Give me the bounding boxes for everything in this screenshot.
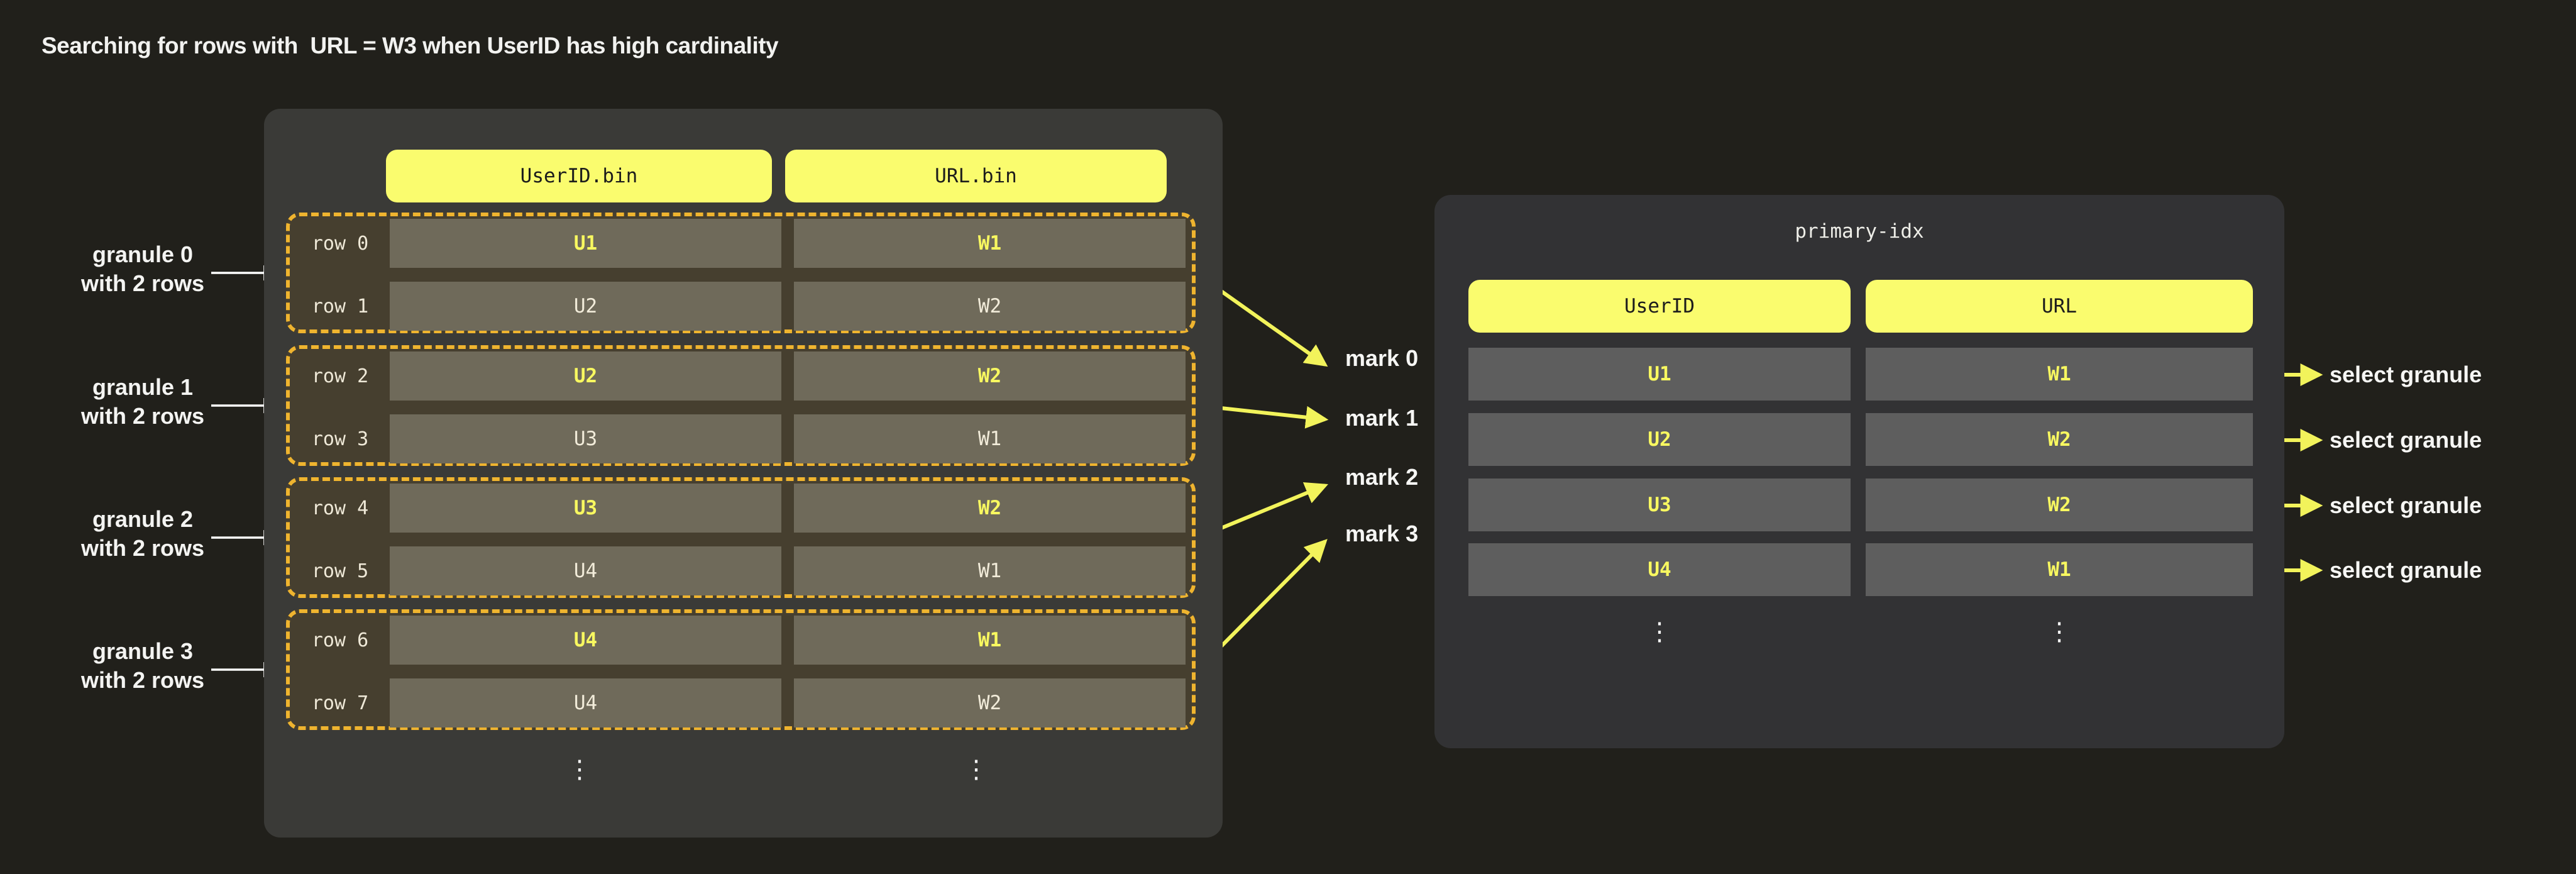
granule-2-label-line1: granule 2 bbox=[92, 506, 194, 532]
granule-2-label: granule 2 with 2 rows bbox=[39, 505, 246, 563]
cell-url: W1 bbox=[794, 414, 1186, 463]
column-header-url-bin: URL.bin bbox=[785, 150, 1167, 202]
idx-url-ellipsis: ⋮ bbox=[2047, 617, 2072, 646]
mark-0-label: mark 0 bbox=[1345, 345, 1419, 371]
idx-cell-userid: U2 bbox=[1468, 413, 1851, 466]
granule-1-box: row 2 U2 W2 row 3 U3 W1 bbox=[286, 345, 1196, 466]
select-granule-label-2: select granule bbox=[2330, 492, 2482, 518]
granule-2-box: row 4 U3 W2 row 5 U4 W1 bbox=[286, 477, 1196, 598]
cell-userid: U4 bbox=[390, 546, 781, 595]
cell-url: W2 bbox=[794, 678, 1186, 727]
cell-userid: U3 bbox=[390, 414, 781, 463]
row-label: row 6 bbox=[311, 629, 369, 651]
mark-1-label: mark 1 bbox=[1345, 405, 1419, 431]
url-column-ellipsis: ⋮ bbox=[964, 755, 989, 784]
primary-idx-title: primary-idx bbox=[1795, 220, 1924, 243]
row-label: row 4 bbox=[311, 497, 369, 519]
cell-url: W1 bbox=[794, 616, 1186, 665]
granule-3-label-line1: granule 3 bbox=[92, 638, 194, 664]
cell-userid: U2 bbox=[390, 282, 781, 331]
granule-0-label-line1: granule 0 bbox=[92, 241, 194, 267]
cell-userid: U4 bbox=[390, 616, 781, 665]
granule-0-label-line2: with 2 rows bbox=[80, 270, 205, 296]
row-label: row 1 bbox=[311, 295, 369, 318]
idx-cell-url: W1 bbox=[1866, 543, 2253, 596]
granule-3-label: granule 3 with 2 rows bbox=[39, 637, 246, 695]
row-label: row 7 bbox=[311, 692, 369, 714]
granule-3-label-line2: with 2 rows bbox=[80, 667, 205, 693]
idx-cell-userid: U3 bbox=[1468, 478, 1851, 531]
select-granule-label-3: select granule bbox=[2330, 557, 2482, 583]
cell-url: W2 bbox=[794, 484, 1186, 533]
granule-1-label-line2: with 2 rows bbox=[80, 403, 205, 429]
userid-column-ellipsis: ⋮ bbox=[567, 755, 592, 784]
cell-userid: U3 bbox=[390, 484, 781, 533]
column-header-userid-bin: UserID.bin bbox=[386, 150, 772, 202]
mark-2-label: mark 2 bbox=[1345, 464, 1419, 490]
cell-url: W2 bbox=[794, 351, 1186, 401]
cell-url: W1 bbox=[794, 546, 1186, 595]
cell-url: W1 bbox=[794, 219, 1186, 268]
granule-0-label: granule 0 with 2 rows bbox=[39, 240, 246, 298]
cell-userid: U4 bbox=[390, 678, 781, 727]
row-label: row 5 bbox=[311, 560, 369, 582]
idx-cell-url: W1 bbox=[1866, 348, 2253, 401]
column-header-userid: UserID bbox=[1468, 280, 1851, 333]
row-label: row 3 bbox=[311, 428, 369, 450]
page-title: Searching for rows with URL = W3 when Us… bbox=[41, 33, 779, 58]
cell-url: W2 bbox=[794, 282, 1186, 331]
row-label: row 0 bbox=[311, 232, 369, 255]
idx-cell-url: W2 bbox=[1866, 413, 2253, 466]
mark-3-label: mark 3 bbox=[1345, 521, 1419, 546]
idx-userid-ellipsis: ⋮ bbox=[1647, 617, 1672, 646]
granule-1-label-line1: granule 1 bbox=[92, 374, 194, 400]
row-label: row 2 bbox=[311, 365, 369, 387]
idx-cell-userid: U4 bbox=[1468, 543, 1851, 596]
idx-cell-url: W2 bbox=[1866, 478, 2253, 531]
select-granule-label-0: select granule bbox=[2330, 362, 2482, 387]
granule-0-box: row 0 U1 W1 row 1 U2 W2 bbox=[286, 213, 1196, 333]
column-header-url: URL bbox=[1866, 280, 2253, 333]
cell-userid: U1 bbox=[390, 219, 781, 268]
primary-idx-panel: primary-idx UserID URL U1 W1 U2 W2 U3 W2… bbox=[1434, 195, 2284, 748]
select-granule-label-1: select granule bbox=[2330, 427, 2482, 453]
granule-3-box: row 6 U4 W1 row 7 U4 W2 bbox=[286, 609, 1196, 730]
idx-cell-userid: U1 bbox=[1468, 348, 1851, 401]
granule-1-label: granule 1 with 2 rows bbox=[39, 373, 246, 431]
granule-2-label-line2: with 2 rows bbox=[80, 535, 205, 561]
cell-userid: U2 bbox=[390, 351, 781, 401]
